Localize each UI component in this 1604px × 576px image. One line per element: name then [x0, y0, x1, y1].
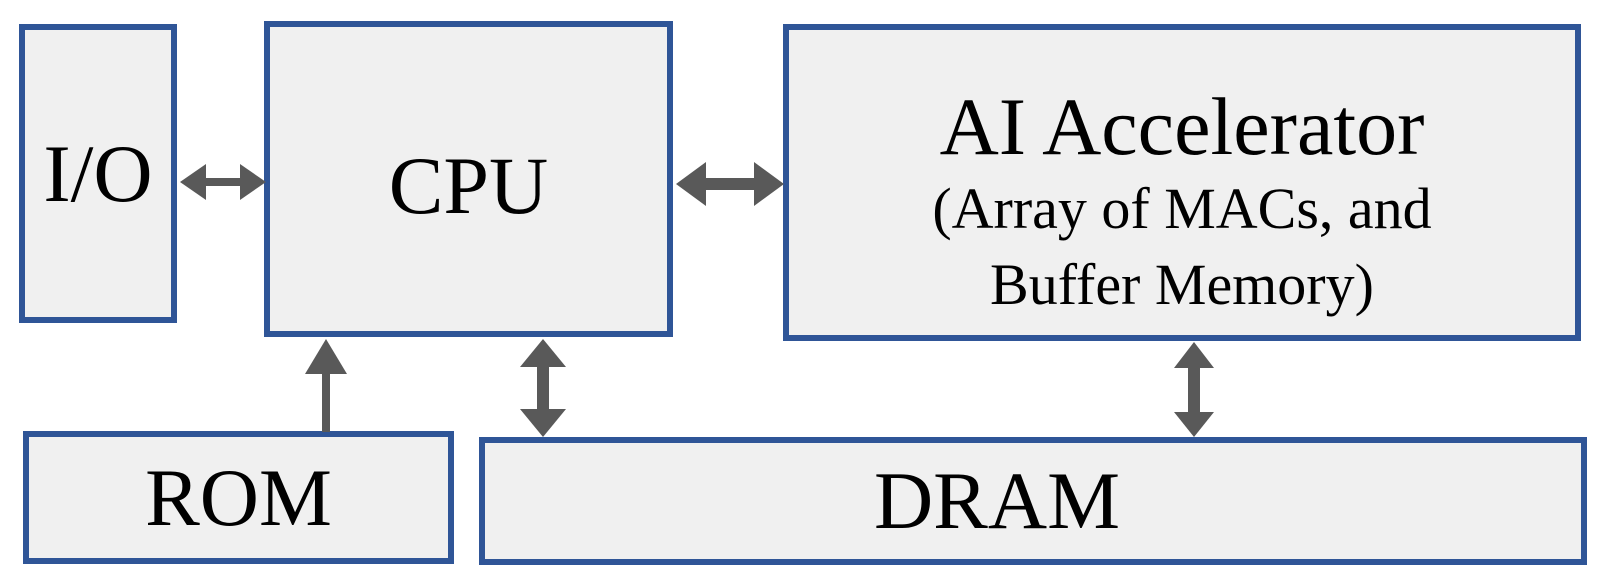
dram-block: DRAM	[479, 437, 1587, 565]
cpu-label: CPU	[388, 140, 549, 231]
io-label: I/O	[43, 127, 153, 219]
arrow-io-cpu	[180, 164, 266, 200]
arrow-cpu-ai-accelerator	[676, 162, 784, 206]
arrow-cpu-dram	[520, 339, 566, 437]
rom-label: ROM	[145, 451, 332, 543]
ai-accelerator-title: AI Accelerator	[939, 81, 1425, 172]
ai-accelerator-subtitle-line1: (Array of MACs, and	[932, 176, 1432, 241]
ai-accelerator-subtitle-line2: Buffer Memory)	[990, 251, 1374, 317]
rom-block: ROM	[23, 431, 454, 564]
arrow-ai-accelerator-dram	[1174, 342, 1214, 437]
arrow-rom-cpu	[305, 339, 347, 432]
io-block: I/O	[19, 24, 177, 323]
dram-label: DRAM	[873, 455, 1121, 546]
ai-accelerator-block: AI Accelerator (Array of MACs, and Buffe…	[783, 24, 1581, 341]
cpu-block: CPU	[264, 21, 673, 337]
